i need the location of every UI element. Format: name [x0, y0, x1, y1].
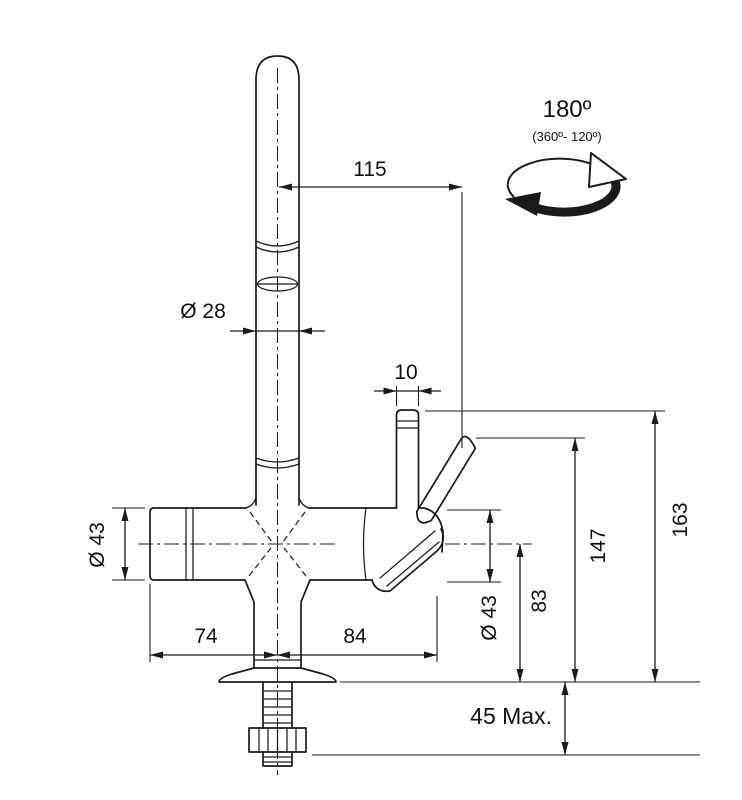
dim-base-offsets: 74 84	[149, 584, 438, 662]
dim-height-lever-tip: 147	[476, 437, 610, 682]
rotation-angle-label: 180º	[543, 96, 592, 123]
dim-spout-diameter: Ø 28	[180, 300, 325, 335]
dim-height-rod-top: 163	[425, 410, 692, 682]
dim-label-spout-diameter: Ø 28	[180, 300, 226, 323]
rotation-range-label: (360º- 120º)	[532, 129, 601, 144]
dim-label-body-diameter: Ø 43	[86, 522, 109, 568]
faucet-outline	[138, 55, 477, 775]
dim-housing-diameter: Ø 43	[447, 509, 501, 641]
dim-label-height-rod-top: 163	[669, 502, 692, 537]
lever-rod	[395, 409, 420, 509]
handle-lever	[415, 435, 477, 524]
dim-label-height-spout-axis: 83	[528, 589, 551, 612]
dim-label-height-lever-tip: 147	[587, 528, 610, 563]
dim-max-deck-thickness: 45 Max.	[312, 681, 700, 756]
dim-height-spout-axis: 83	[445, 543, 551, 682]
rotation-arrow-icon	[505, 152, 627, 217]
dim-label-spout-reach: 115	[353, 158, 386, 181]
dim-body-diameter: Ø 43	[86, 507, 145, 581]
dim-label-housing-diameter: Ø 43	[478, 595, 501, 641]
dim-label-offset-left: 74	[194, 625, 218, 648]
dim-label-max-deck: 45 Max.	[470, 703, 552, 729]
dim-spout-reach: 115	[279, 158, 463, 448]
dim-label-rod-width: 10	[394, 361, 417, 384]
rotation-indicator: 180º (360º- 120º)	[505, 96, 627, 217]
valve-housing	[371, 507, 445, 593]
escutcheon	[218, 667, 337, 683]
spout-tube	[245, 55, 310, 509]
dim-rod-width: 10	[374, 361, 441, 406]
dimensions: 115 Ø 28 10 Ø 43	[86, 158, 700, 756]
dim-label-offset-right: 84	[343, 625, 367, 648]
base-stem	[218, 579, 337, 683]
